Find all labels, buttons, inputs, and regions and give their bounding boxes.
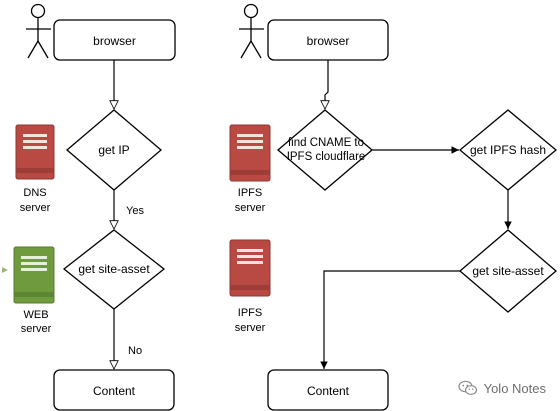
watermark-text: Yolo Notes [483,380,546,396]
ipfs-server-2-icon [229,239,271,297]
dns-server-icon [15,124,55,180]
edge-right-browser-to-findcname [325,60,328,109]
get-ip-label: get IP [98,143,129,157]
right-decision-get-site-asset[interactable]: get site-asset [458,229,558,313]
find-cname-label-line1: find CNAME to [288,137,364,149]
right-browser-label: browser [307,34,350,48]
left-content-label: Content [93,384,136,398]
right-get-site-asset-label: get site-asset [472,264,544,278]
dns-server-label-line2: server [20,202,51,214]
web-server-label-line1: WEB [23,309,48,321]
edge-no-label: No [128,345,142,357]
ipfs-server-1-label-line1: IPFS [238,187,262,199]
web-server-label-line2: server [21,323,52,335]
ipfs-server-2-label-line1: IPFS [238,307,262,319]
watermark: Yolo Notes [457,380,546,396]
left-decision-get-ip[interactable]: get IP [65,109,163,191]
right-content-box[interactable]: Content [267,369,389,411]
right-browser-box[interactable]: browser [267,19,389,61]
left-browser-label: browser [93,34,136,48]
edge-getsiteasset-to-content [320,270,460,369]
left-decision-get-site-asset[interactable]: get site-asset [62,229,166,310]
left-content-box[interactable]: Content [53,369,175,411]
left-actor-icon [26,3,51,59]
get-ipfs-hash-label: get IPFS hash [470,143,546,157]
web-server-side-arrow-icon [2,267,8,273]
left-get-site-asset-label: get site-asset [78,262,150,276]
right-decision-find-cname[interactable]: find CNAME to IPFS cloudflare [276,109,374,191]
find-cname-label-line2: IPFS cloudflare [287,151,366,163]
wechat-icon [457,380,478,396]
ipfs-server-1-icon [229,124,271,182]
ipfs-server-2-label-line2: server [235,322,266,334]
edge-yes-label: Yes [126,205,144,217]
ipfs-server-1-label-line2: server [235,202,266,214]
web-server-icon [13,246,55,304]
right-actor-icon [239,3,264,59]
right-decision-get-ipfs-hash[interactable]: get IPFS hash [458,109,558,191]
right-content-label: Content [307,384,350,398]
left-browser-box[interactable]: browser [53,19,176,61]
dns-server-label-line1: DNS [23,187,46,199]
